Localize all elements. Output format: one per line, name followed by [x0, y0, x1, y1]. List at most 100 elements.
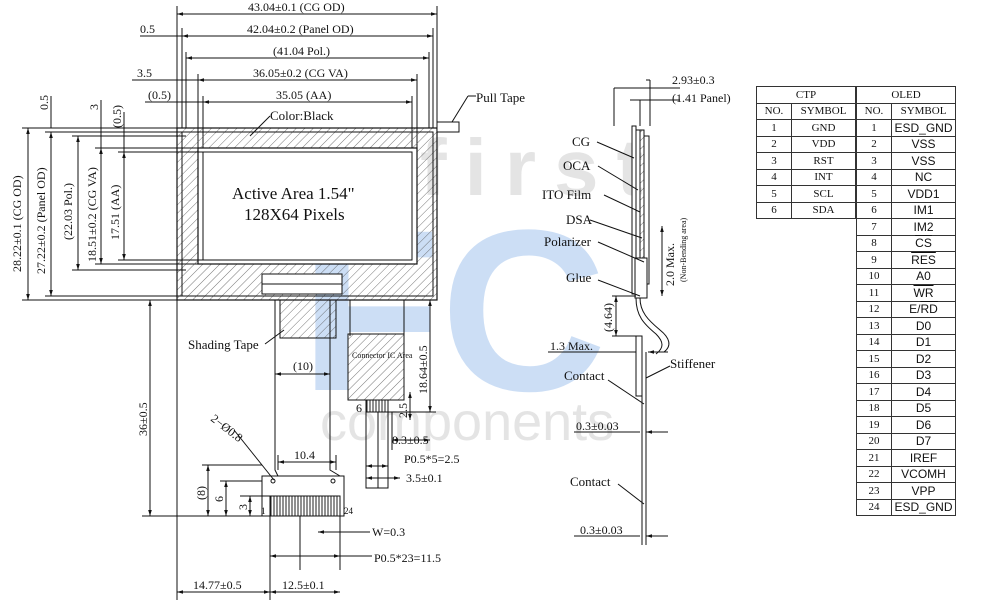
rd-overline-text: RD: [920, 302, 938, 317]
oled-pin-symbol: D5: [891, 399, 956, 417]
p05x5: P0.5*5=2.5: [404, 452, 459, 466]
color-black-label: Color:Black: [270, 108, 334, 123]
oled-pin-symbol: RES: [891, 251, 956, 269]
oled-pin-number: 14: [856, 333, 892, 351]
side-view-labels: 2.93±0.3 (1.41 Panel) CG OCA ITO Film DS…: [542, 73, 731, 537]
front-view: [22, 6, 476, 600]
active-area-label: Active Area 1.54": [232, 184, 355, 203]
oled-pin-symbol: ESD_GND: [891, 498, 956, 516]
front-view-labels: 43.04±0.1 (CG OD) 0.5 42.04±0.2 (Panel O…: [10, 0, 525, 592]
cg-od-width: 43.04±0.1 (CG OD): [248, 0, 345, 14]
oled-pin-symbol: D4: [891, 383, 956, 401]
left-05b: (0.5): [110, 105, 124, 128]
dim-464: (4.64): [601, 303, 615, 332]
ctp-title: CTP: [756, 86, 856, 104]
dim-36: 36±0.5: [136, 402, 150, 436]
dim-35b: 3.5±0.1: [406, 471, 443, 485]
oled-pin-number: 9: [856, 251, 892, 269]
oled-pin-symbol: D1: [891, 333, 956, 351]
cg-va-width: 36.05±0.2 (CG VA): [253, 66, 348, 80]
contact-label-1: Contact: [564, 368, 605, 383]
stiffener-label: Stiffener: [670, 356, 716, 371]
aa-height: 17.51 (AA): [108, 185, 122, 240]
oled-pin-symbol: IREF: [891, 449, 956, 467]
oled-pin-symbol: VCOMH: [891, 465, 956, 483]
oled-pin-symbol: VSS: [891, 135, 956, 153]
watermark-bottom: components: [320, 392, 614, 452]
oled-pin-number: 6: [856, 201, 892, 219]
dim-1864: 18.64±0.5: [416, 345, 430, 394]
oled-pin-number: 17: [856, 383, 892, 401]
ctp-pin-symbol: VDD: [791, 135, 856, 153]
oled-pin-number: 10: [856, 267, 892, 285]
fpc-ic-label: Connector IC Area: [352, 351, 413, 360]
oled-pin-number: 21: [856, 449, 892, 467]
ctp-pin-number: 2: [756, 135, 792, 153]
oled-pin-symbol: D0: [891, 317, 956, 335]
left-05: 0.5: [37, 95, 51, 110]
dim-03-b: 0.3±0.03: [580, 523, 623, 537]
oled-pin-symbol: D3: [891, 366, 956, 384]
ctp-pin-symbol: INT: [791, 168, 856, 186]
aa-width: 35.05 (AA): [276, 88, 331, 102]
oled-pin-number: 11: [856, 284, 892, 302]
oled-pin-number: 15: [856, 350, 892, 368]
w-03: W=0.3: [372, 525, 405, 539]
non-bending-label: (Non-Bending area): [679, 217, 688, 282]
oca-label: OCA: [563, 158, 591, 173]
oled-pin-number: 2: [856, 135, 892, 153]
oled-pin-number: 12: [856, 300, 892, 318]
offset-35: 3.5: [137, 66, 152, 80]
oled-pin-symbol: D6: [891, 416, 956, 434]
dim-3: 3: [236, 504, 250, 510]
ctp-pin-number: 3: [756, 152, 792, 170]
oled-pin-number: 8: [856, 234, 892, 252]
pixels-label: 128X64 Pixels: [244, 205, 345, 224]
left-3: 3: [87, 104, 101, 110]
dim-20-max: 2.0 Max.: [663, 243, 677, 286]
holes-label: 2−Ø0.8: [208, 411, 245, 444]
oled-pin-symbol: WR: [891, 284, 956, 302]
glue-label: Glue: [566, 270, 592, 285]
oled-pin-number: 23: [856, 482, 892, 500]
ctp-pin-symbol: SCL: [791, 185, 856, 203]
oled-pin-number: 7: [856, 218, 892, 236]
oled-pin-symbol: VDD1: [891, 185, 956, 203]
pin-6: 6: [356, 401, 362, 415]
oled-pin-symbol: A0: [891, 267, 956, 285]
dim-8: (8): [194, 486, 208, 500]
oled-pin-symbol: VSS: [891, 152, 956, 170]
polarizer-label: Polarizer: [544, 234, 592, 249]
oled-pin-symbol: VPP: [891, 482, 956, 500]
oled-pin-number: 3: [856, 152, 892, 170]
panel-od-height: 27.22±0.2 (Panel OD): [34, 167, 48, 274]
oled-pin-number: 13: [856, 317, 892, 335]
ctp-pin-number: 5: [756, 185, 792, 203]
oled-pin-number: 20: [856, 432, 892, 450]
dim-6: 6: [212, 496, 226, 502]
oled-pin-number: 5: [856, 185, 892, 203]
pol-height: (22.03 Pol.): [61, 183, 75, 240]
oled-pin-symbol: CS: [891, 234, 956, 252]
oled-pin-symbol: IM1: [891, 201, 956, 219]
